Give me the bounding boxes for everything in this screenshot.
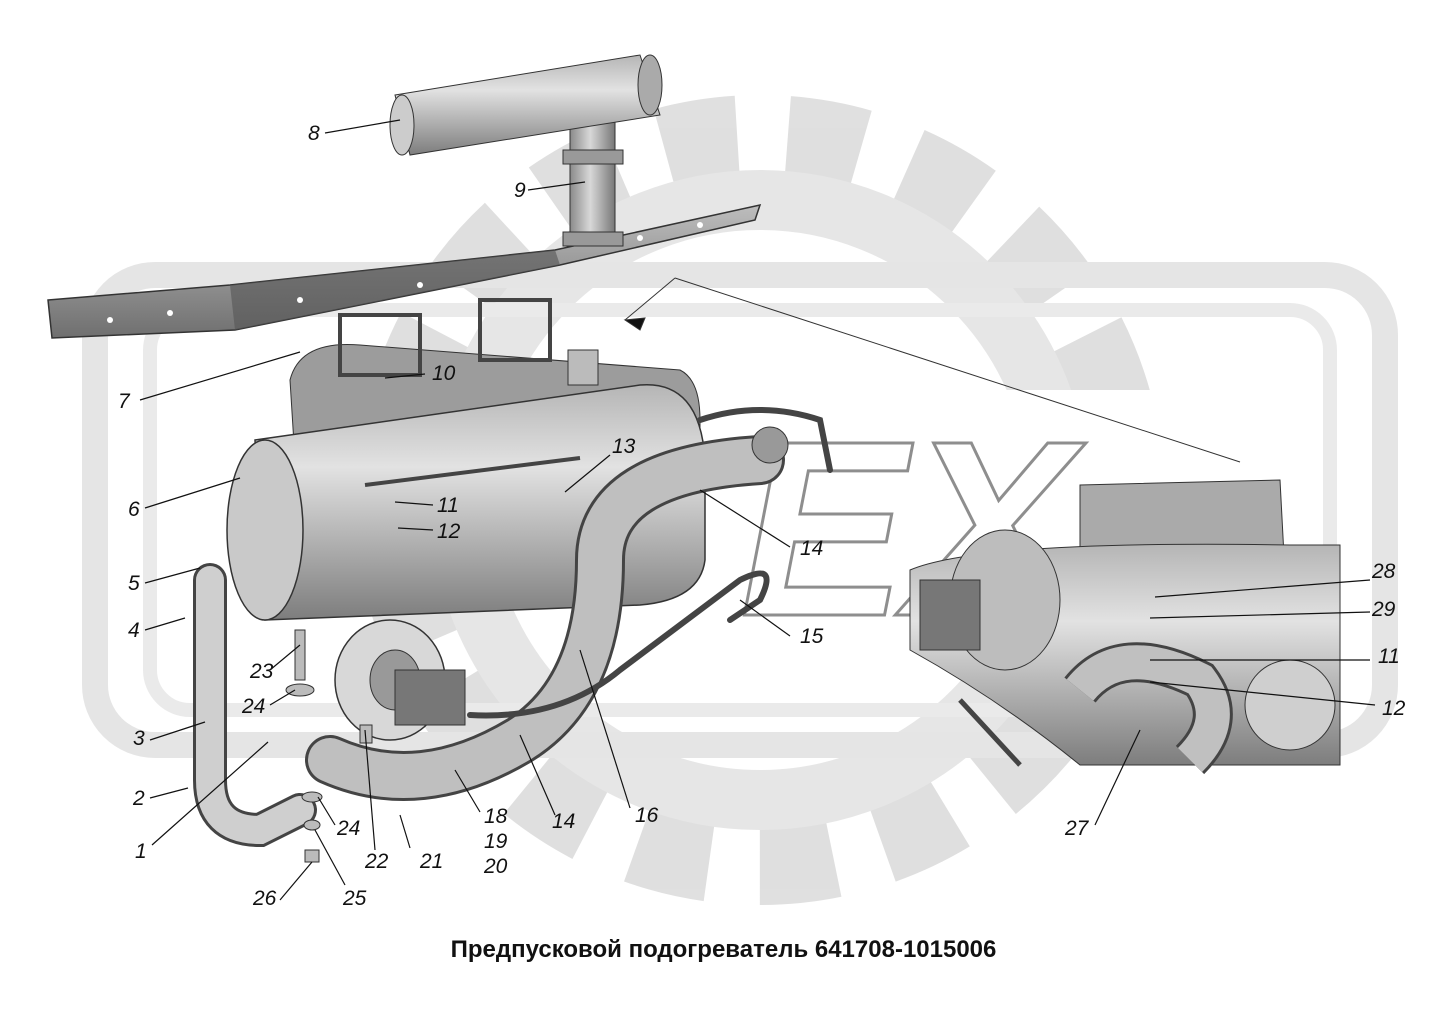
callout-12-inset: 12 bbox=[1382, 697, 1406, 720]
callout-4: 4 bbox=[128, 619, 140, 642]
callout-3: 3 bbox=[133, 727, 145, 750]
callout-9: 9 bbox=[514, 179, 526, 202]
callout-14-lower: 14 bbox=[552, 810, 575, 833]
callout-26: 26 bbox=[252, 887, 277, 910]
callout-15: 15 bbox=[800, 625, 824, 648]
callout-29: 29 bbox=[1371, 598, 1396, 621]
callout-8: 8 bbox=[308, 122, 320, 145]
callout-24-right: 24 bbox=[336, 817, 360, 840]
callout-2: 2 bbox=[132, 787, 145, 810]
callout-1: 1 bbox=[135, 840, 147, 863]
callout-25: 25 bbox=[342, 887, 367, 910]
callout-24-left: 24 bbox=[241, 695, 265, 718]
callout-labels: 8 9 7 10 13 6 11 12 14 5 4 15 23 24 3 2 … bbox=[118, 122, 1406, 910]
callout-21: 21 bbox=[419, 850, 443, 873]
callout-12: 12 bbox=[437, 520, 461, 543]
callout-20: 20 bbox=[483, 855, 508, 878]
detail-inset bbox=[909, 479, 1341, 775]
circulation-pump bbox=[334, 426, 789, 741]
callout-6: 6 bbox=[128, 498, 140, 521]
exhaust-pipe bbox=[389, 54, 663, 247]
coolant-pipes bbox=[193, 407, 833, 848]
callout-11-inset: 11 bbox=[1378, 645, 1400, 668]
figure-caption: Предпусковой подогреватель 641708-101500… bbox=[450, 936, 997, 963]
mounting-plate bbox=[47, 203, 762, 339]
callout-13: 13 bbox=[612, 435, 636, 458]
callout-22: 22 bbox=[364, 850, 389, 873]
callout-27: 27 bbox=[1064, 817, 1090, 840]
callout-5: 5 bbox=[128, 572, 140, 595]
projection-lines bbox=[623, 277, 1241, 463]
callout-28: 28 bbox=[1371, 560, 1396, 583]
leader-lines bbox=[139, 119, 1376, 901]
callout-7: 7 bbox=[118, 390, 131, 413]
callout-19: 19 bbox=[484, 830, 508, 853]
callout-18: 18 bbox=[484, 805, 508, 828]
callout-11: 11 bbox=[437, 494, 459, 517]
callout-23: 23 bbox=[249, 660, 274, 683]
callout-10: 10 bbox=[432, 362, 456, 385]
callout-14-upper: 14 bbox=[800, 537, 823, 560]
callout-16: 16 bbox=[635, 804, 659, 827]
fasteners bbox=[285, 629, 373, 863]
